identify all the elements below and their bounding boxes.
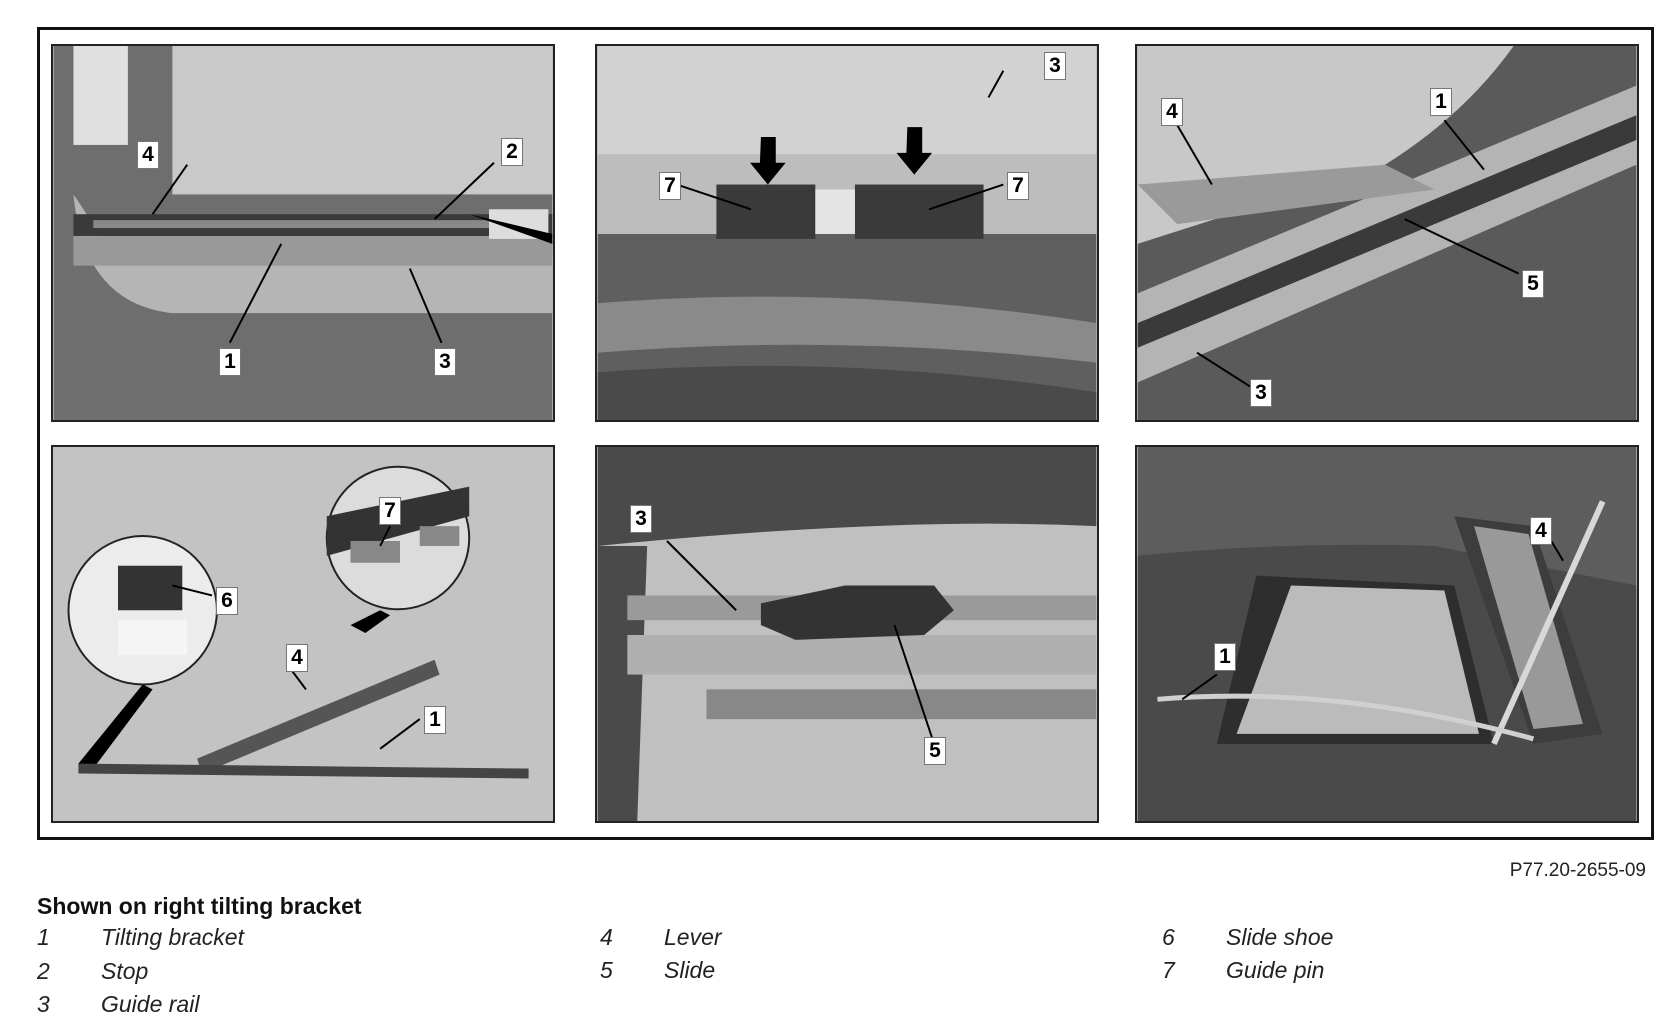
callout-label: 1	[1430, 88, 1452, 116]
legend-item-label: Guide pin	[1226, 957, 1325, 983]
legend-item-label: Lever	[664, 924, 722, 950]
legend-item-label: Tilting bracket	[101, 924, 244, 950]
callout-label: 1	[1214, 643, 1236, 671]
legend-item-number: 5	[600, 957, 613, 983]
photo-panel-1: 4 2 1 3	[51, 44, 555, 422]
callout-label: 4	[137, 141, 159, 169]
callout-label: 6	[216, 587, 238, 615]
callout-label: 5	[924, 737, 946, 765]
legend-item-number: 3	[37, 991, 50, 1017]
photo-panel-4: 7 6 4 1	[51, 445, 555, 823]
legend-item-label: Stop	[101, 958, 149, 984]
legend-item-label: Slide shoe	[1226, 924, 1334, 950]
photo-panel-5: 3 5	[595, 445, 1099, 823]
callout-label: 5	[1522, 270, 1544, 298]
photo-panel-3-drawing	[1137, 46, 1637, 420]
legend-item-label: Guide rail	[101, 991, 200, 1017]
callout-label: 3	[1250, 379, 1272, 407]
callout-label: 2	[501, 138, 523, 166]
legend-item-number: 2	[37, 958, 50, 984]
callout-label: 7	[1007, 172, 1029, 200]
photo-panel-6-drawing	[1137, 447, 1637, 821]
photo-panel-5-drawing	[597, 447, 1097, 821]
callout-label: 1	[219, 348, 241, 376]
callout-label: 7	[659, 172, 681, 200]
figure-code: P77.20-2655-09	[1509, 860, 1646, 881]
photo-panel-1-drawing	[53, 46, 553, 420]
legend-item-number: 6	[1162, 924, 1175, 950]
callout-label: 1	[424, 706, 446, 734]
photo-panel-2: 3 7 7	[595, 44, 1099, 422]
legend-item-label: Slide	[664, 957, 716, 983]
legend-title: Shown on right tilting bracket	[37, 893, 362, 919]
callout-label: 7	[379, 497, 401, 525]
legend-item-number: 1	[37, 924, 50, 950]
callout-label: 3	[630, 505, 652, 533]
callout-label: 3	[1044, 52, 1066, 80]
photo-panel-6: 4 1	[1135, 445, 1639, 823]
legend-item-number: 7	[1162, 957, 1175, 983]
legend-item-number: 4	[600, 924, 613, 950]
callout-label: 4	[1530, 517, 1552, 545]
callout-label: 4	[1161, 98, 1183, 126]
photo-panel-4-drawing	[53, 447, 553, 821]
callout-label: 4	[286, 644, 308, 672]
photo-panel-2-drawing	[597, 46, 1097, 420]
callout-label: 3	[434, 348, 456, 376]
figure-frame: 4 2 1 3 3 7 7	[37, 27, 1654, 840]
photo-panel-3: 4 1 5 3	[1135, 44, 1639, 422]
